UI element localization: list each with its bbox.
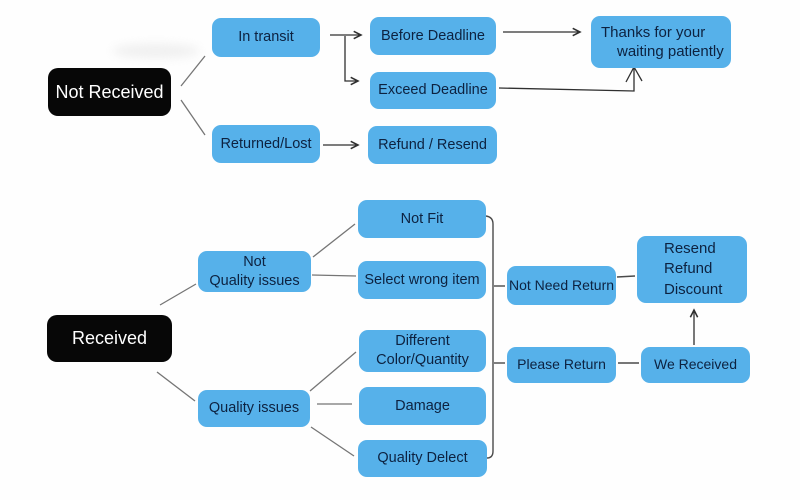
node-we-received: We Received — [641, 347, 750, 383]
edge-notneedreturn-resend — [616, 275, 636, 278]
edge-notreceived-returnedlost — [180, 99, 206, 136]
node-rrd-line3: Discount — [664, 280, 723, 298]
node-different-line1: Different — [395, 333, 450, 350]
node-not-need-return: Not Need Return — [507, 266, 616, 305]
node-rrd-line1: Resend — [664, 240, 716, 258]
edge-quality-delect — [310, 426, 355, 457]
node-refund-resend: Refund / Resend — [368, 126, 497, 164]
edge-intransit-exceeddeadline — [344, 36, 358, 81]
node-exceed-deadline: Exceed Deadline — [370, 72, 496, 109]
edge-notquality-selectwrong — [311, 274, 357, 277]
node-resend-refund-discount: Resend Refund Discount — [637, 236, 747, 303]
node-thanks-line2: waiting patiently — [617, 43, 724, 60]
node-damage: Damage — [359, 387, 486, 425]
node-quality-delect: Quality Delect — [358, 440, 487, 477]
right-group-bracket — [485, 215, 494, 459]
edge-quality-different — [309, 351, 357, 392]
node-not-fit: Not Fit — [358, 200, 486, 238]
edge-received-qualityissues — [156, 371, 196, 402]
edge-exceeddeadline-thanks — [498, 68, 635, 92]
node-rrd-line2: Refund — [664, 260, 713, 278]
node-select-wrong-item: Select wrong item — [358, 261, 486, 299]
node-different-color-quantity: Different Color/Quantity — [359, 330, 486, 372]
node-in-transit: In transit — [212, 18, 320, 57]
node-please-return: Please Return — [507, 347, 616, 383]
background-smudge — [112, 44, 200, 58]
node-received: Received — [47, 315, 172, 362]
edge-exceeddeadline-thanks-arrowhead — [625, 65, 643, 83]
node-different-line2: Color/Quantity — [376, 352, 469, 368]
node-returned-lost: Returned/Lost — [212, 125, 320, 163]
edge-notreceived-intransit — [180, 55, 206, 87]
node-quality-issues: Quality issues — [198, 390, 310, 427]
node-thanks-line1: Thanks for your — [601, 23, 706, 41]
node-thanks: Thanks for your waiting patiently — [591, 16, 731, 68]
node-not-quality-line2: Quality issues — [209, 272, 300, 289]
node-not-quality-line1: Not — [243, 253, 266, 270]
node-before-deadline: Before Deadline — [370, 17, 496, 55]
edge-received-notqualityissues — [159, 283, 197, 306]
edge-notquality-notfit — [312, 223, 356, 258]
node-not-quality-issues: Not Quality issues — [198, 251, 311, 292]
node-not-received: Not Received — [48, 68, 171, 116]
